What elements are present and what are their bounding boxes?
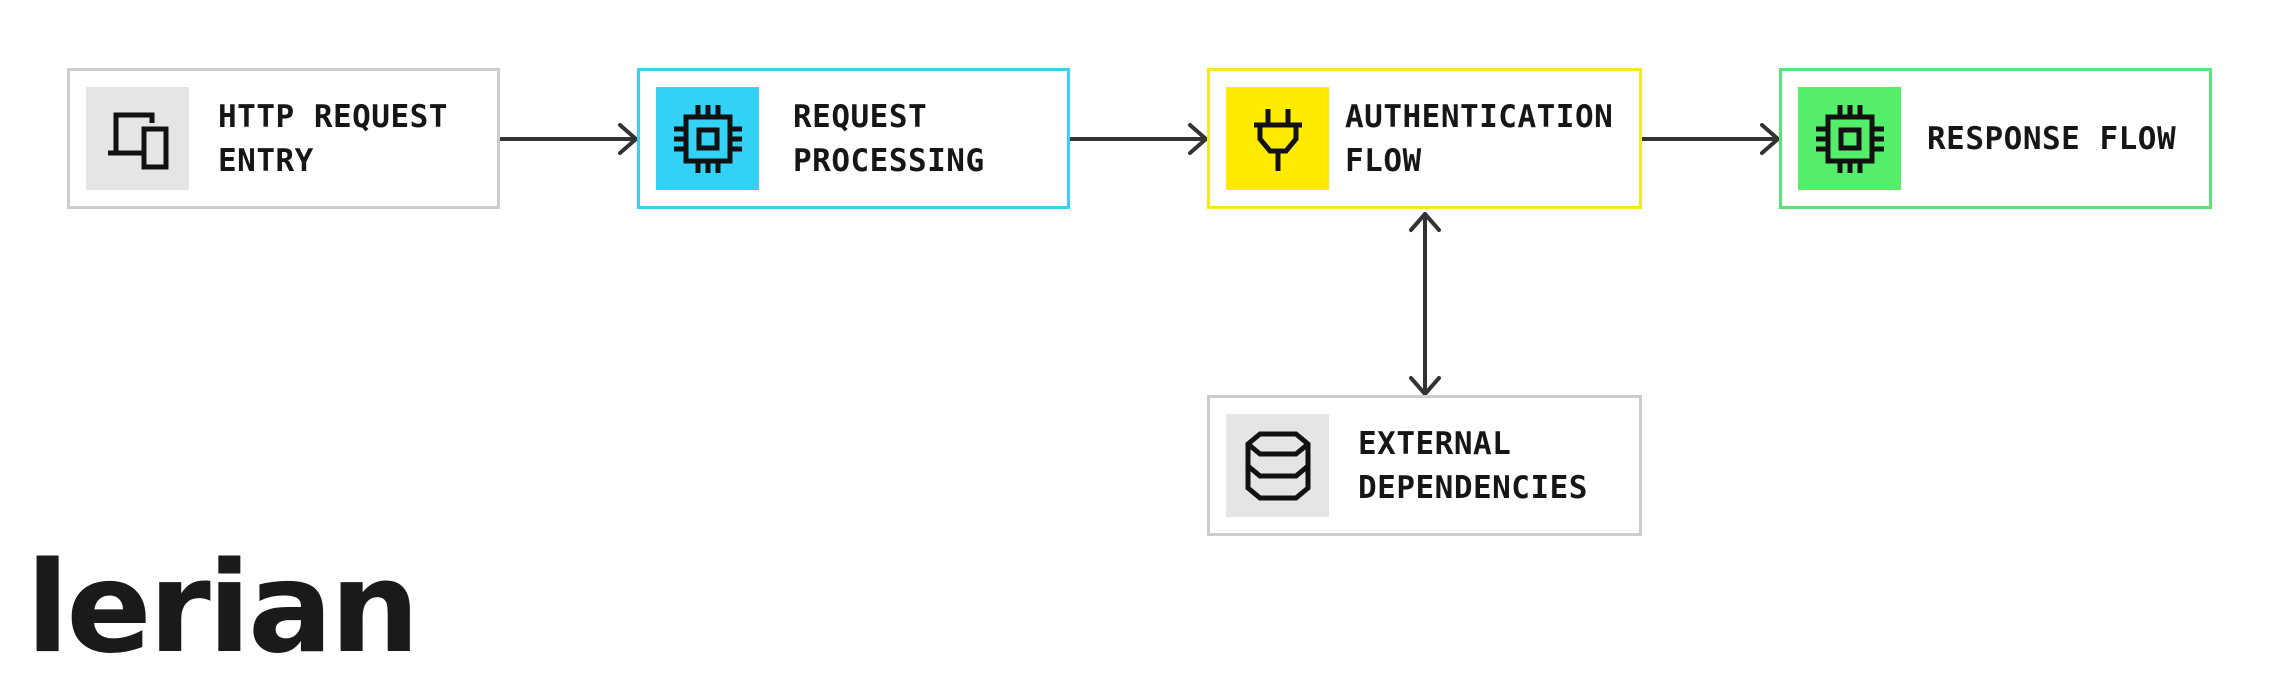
node-label: REQUEST PROCESSING (793, 98, 985, 179)
chip-icon (673, 104, 742, 173)
node-label: HTTP REQUEST ENTRY (218, 98, 448, 179)
node-response-flow[interactable]: RESPONSE FLOW (1779, 68, 2212, 209)
database-icon (1245, 431, 1310, 500)
icon-box-response (1798, 87, 1901, 190)
node-authentication-flow[interactable]: AUTHENTICATION FLOW (1207, 68, 1642, 209)
node-request-processing[interactable]: REQUEST PROCESSING (637, 68, 1070, 209)
icon-box-processing (656, 87, 759, 190)
icon-box-authentication (1226, 87, 1329, 190)
edge-authentication-to-response (1640, 123, 1780, 155)
node-label: RESPONSE FLOW (1927, 120, 2177, 157)
icon-box-http (86, 87, 189, 190)
lerian-logo: lerian (26, 534, 420, 681)
node-label: EXTERNAL DEPENDENCIES (1358, 425, 1588, 506)
node-label: AUTHENTICATION FLOW (1345, 98, 1614, 179)
icon-box-external (1226, 414, 1329, 517)
node-external-dependencies[interactable]: EXTERNAL DEPENDENCIES (1207, 395, 1642, 536)
node-http-request-entry[interactable]: HTTP REQUEST ENTRY (67, 68, 500, 209)
devices-icon (107, 112, 168, 169)
edge-processing-to-authentication (1068, 123, 1208, 155)
chip-icon (1815, 104, 1884, 173)
edge-authentication-external-dependencies (1409, 212, 1441, 396)
edge-http-to-processing (498, 123, 638, 155)
plug-icon (1253, 108, 1302, 171)
